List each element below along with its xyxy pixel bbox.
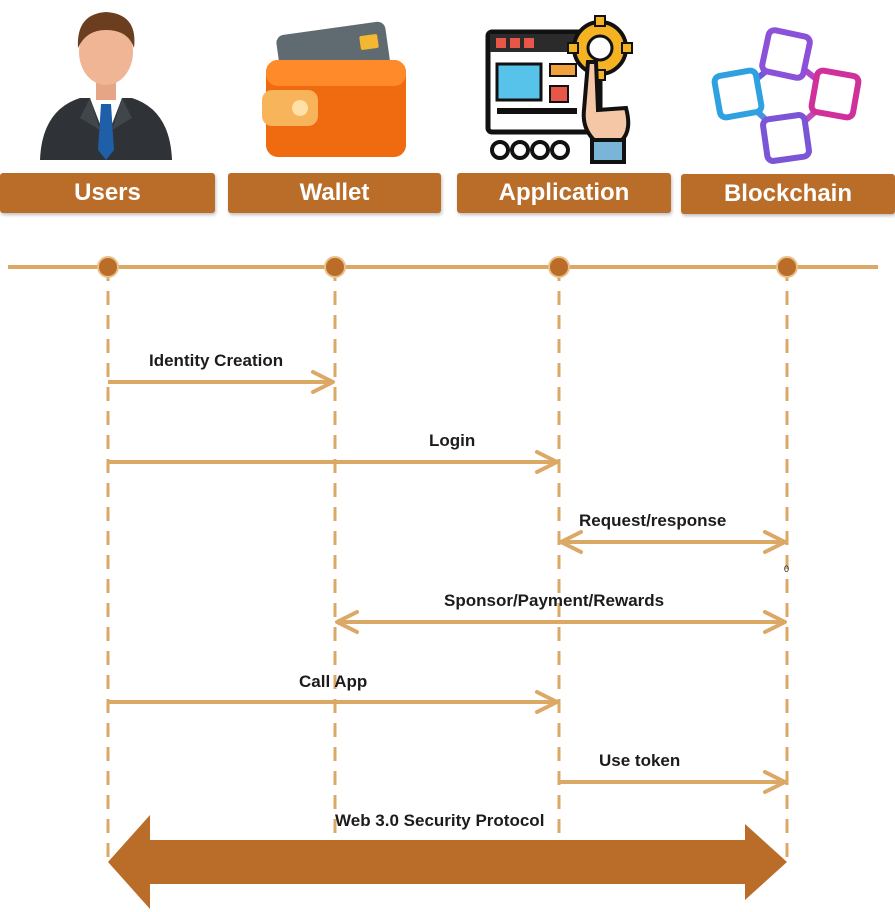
lifeline-nodes bbox=[97, 256, 798, 278]
lifeline-node-blockchain bbox=[776, 256, 798, 278]
lifelines bbox=[106, 267, 789, 862]
application-gear-icon bbox=[485, 15, 633, 164]
arrow-head bbox=[763, 770, 787, 794]
message-arrows bbox=[108, 370, 787, 794]
message-label-use-token: Use token bbox=[599, 751, 681, 770]
message-arrow-use-token bbox=[559, 770, 787, 794]
message-arrow-request-response bbox=[559, 530, 787, 554]
message-arrow-sponsor-payment-rewards bbox=[335, 610, 787, 634]
businessman-icon bbox=[40, 12, 172, 160]
protocol-double-arrow bbox=[108, 815, 787, 909]
arrow-head bbox=[559, 530, 583, 554]
arrow-head bbox=[311, 370, 335, 394]
blockchain-cubes-icon bbox=[711, 27, 862, 164]
message-arrow-login bbox=[108, 450, 559, 474]
protocol-label: Web 3.0 Security Protocol bbox=[335, 811, 545, 830]
message-label-sponsor-payment-rewards: Sponsor/Payment/Rewards bbox=[444, 591, 665, 610]
actor-label-blockchain: Blockchain bbox=[681, 174, 895, 214]
arrow-head bbox=[535, 690, 559, 714]
arrow-head bbox=[763, 610, 787, 634]
arrow-head bbox=[535, 450, 559, 474]
actor-label-application: Application bbox=[457, 173, 671, 213]
message-arrow-identity-creation bbox=[108, 370, 335, 394]
stray-mark: 0 bbox=[784, 564, 790, 574]
message-label-identity-creation: Identity Creation bbox=[149, 351, 284, 370]
wallet-icon bbox=[262, 21, 406, 157]
actor-label-wallet: Wallet bbox=[228, 173, 441, 213]
lifeline-node-wallet bbox=[324, 256, 346, 278]
actor-label-users: Users bbox=[0, 173, 215, 213]
lifeline-node-application bbox=[548, 256, 570, 278]
arrow-head bbox=[335, 610, 359, 634]
message-label-login: Login bbox=[429, 431, 476, 450]
arrow-head bbox=[763, 530, 787, 554]
message-arrow-call-app bbox=[108, 690, 559, 714]
message-label-request-response: Request/response bbox=[579, 511, 727, 530]
lifeline-node-users bbox=[97, 256, 119, 278]
message-label-call-app: Call App bbox=[299, 672, 368, 691]
